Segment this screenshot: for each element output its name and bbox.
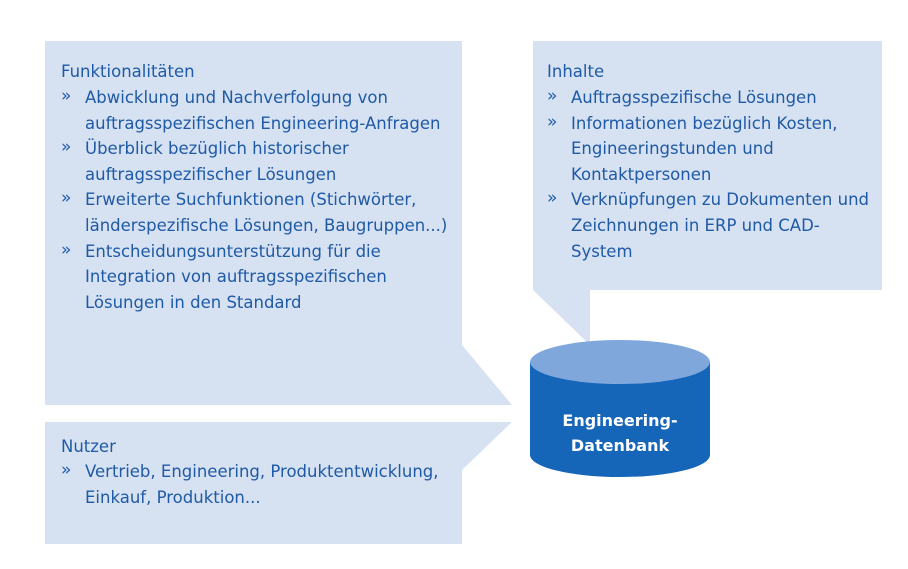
list-item-text: Informationen bezüglich Kosten, Engineer… — [571, 113, 838, 184]
functionalities-title: Funktionalitäten — [61, 62, 195, 81]
list-item: » Überblick bezüglich historischer auftr… — [61, 136, 456, 187]
chevron-bullet-icon: » — [61, 239, 72, 260]
list-item: » Vertrieb, Engineering, Produktentwickl… — [61, 459, 456, 510]
users-pointer — [462, 422, 512, 470]
database-body — [530, 362, 710, 477]
contents-box: Inhalte » Auftragsspezifische Lösungen »… — [533, 41, 882, 290]
list-item-text: Erweiterte Suchfunktionen (Stichwörter, … — [85, 190, 448, 235]
functionalities-list: » Abwicklung und Nachverfolgung von auft… — [61, 85, 456, 315]
contents-title: Inhalte — [547, 62, 605, 81]
list-item: » Entscheidungsunterstützung für die Int… — [61, 239, 456, 316]
database-top — [530, 340, 710, 384]
list-item: » Verknüpfungen zu Dokumenten und Zeichn… — [547, 187, 872, 264]
list-item: » Erweiterte Suchfunktionen (Stichwörter… — [61, 187, 456, 238]
chevron-bullet-icon: » — [547, 111, 558, 132]
chevron-bullet-icon: » — [61, 137, 72, 158]
chevron-bullet-icon: » — [61, 460, 72, 480]
list-item-text: Entscheidungsunterstützung für die Integ… — [85, 241, 387, 312]
chevron-bullet-icon: » — [61, 86, 72, 106]
chevron-bullet-icon: » — [61, 188, 72, 209]
contents-pointer — [533, 290, 590, 345]
list-item-text: Abwicklung und Nachverfolgung von auftra… — [85, 88, 441, 133]
functionalities-box: Funktionalitäten » Abwicklung und Nachve… — [45, 41, 462, 405]
list-item: » Auftragsspezifische Lösungen — [547, 85, 872, 111]
database-label: Engineering- Datenbank — [562, 411, 678, 455]
users-box: Nutzer » Vertrieb, Engineering, Produkte… — [45, 422, 462, 544]
list-item: » Informationen bezüglich Kosten, Engine… — [547, 111, 872, 188]
list-item-text: Vertrieb, Engineering, Produktentwicklun… — [85, 462, 439, 507]
users-list: » Vertrieb, Engineering, Produktentwickl… — [61, 459, 456, 510]
list-item-text: Verknüpfungen zu Dokumenten und Zeichnun… — [571, 190, 869, 261]
users-title: Nutzer — [61, 437, 116, 456]
contents-list: » Auftragsspezifische Lösungen » Informa… — [547, 85, 872, 264]
list-item-text: Auftragsspezifische Lösungen — [571, 88, 817, 107]
list-item-text: Überblick bezüglich historischer auftrag… — [85, 139, 349, 184]
chevron-bullet-icon: » — [547, 86, 558, 106]
functionalities-pointer — [462, 345, 512, 405]
list-item: » Abwicklung und Nachverfolgung von auft… — [61, 85, 456, 136]
chevron-bullet-icon: » — [547, 188, 558, 209]
